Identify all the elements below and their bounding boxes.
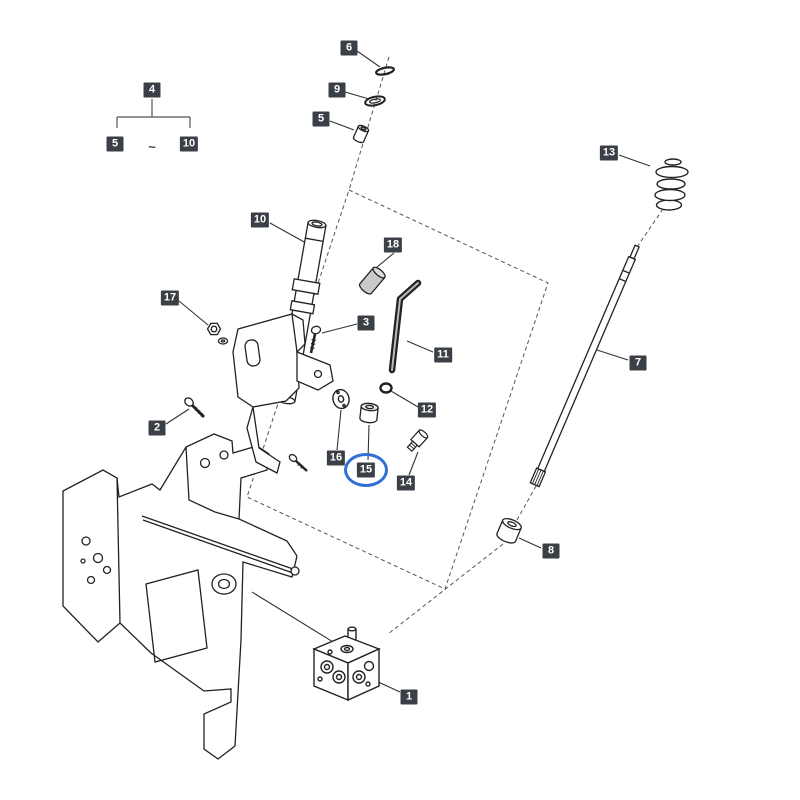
part-label-9[interactable]: 9 (328, 82, 346, 98)
part-label-14[interactable]: 14 (396, 475, 416, 491)
lever-11-part (388, 279, 422, 374)
part-label-5[interactable]: 5 (106, 136, 124, 152)
oring-6-part (375, 66, 395, 76)
part-label-17[interactable]: 17 (160, 290, 180, 306)
part-label-5[interactable]: 5 (312, 111, 330, 127)
part-label-7[interactable]: 7 (629, 355, 647, 371)
part-label-6[interactable]: 6 (340, 40, 358, 56)
part-label-2[interactable]: 2 (148, 420, 166, 436)
leader-lines (165, 50, 651, 693)
part-label-10[interactable]: 10 (179, 136, 199, 152)
bolt-lower-part (288, 453, 308, 472)
part-label-13[interactable]: 13 (599, 145, 619, 161)
valve-block-1-part (312, 626, 381, 702)
part-label-10[interactable]: 10 (250, 212, 270, 228)
part-label-16[interactable]: 16 (326, 450, 346, 466)
knob-15-part (359, 402, 379, 424)
shaft-7-part (529, 244, 640, 488)
bolt-3-part (309, 325, 322, 354)
boot-13-part (654, 158, 689, 211)
part-label-4[interactable]: 4 (143, 82, 161, 98)
washer-16-part (332, 388, 350, 410)
part-label-1[interactable]: 1 (400, 689, 418, 705)
nut-17-part (206, 322, 229, 345)
bushing-8-part (496, 517, 522, 544)
bushing-5-part (352, 124, 370, 144)
bolt-2-part (184, 397, 205, 418)
fitting-14-part (406, 429, 429, 453)
part-label-12[interactable]: 12 (417, 402, 437, 418)
oring-9-part (364, 95, 386, 107)
part-label-18[interactable]: 18 (383, 237, 403, 253)
frame-part (62, 433, 339, 760)
part-label-3[interactable]: 3 (357, 315, 375, 331)
part-label-8[interactable]: 8 (542, 543, 560, 559)
part-label-15[interactable]: 15 (356, 462, 376, 478)
range-tilde: ~ (148, 139, 156, 155)
group-bracket-4 (116, 99, 191, 128)
column-10-part (232, 219, 334, 474)
ring-12-part (379, 382, 393, 394)
grip-18-part (358, 266, 386, 295)
part-label-11[interactable]: 11 (434, 347, 452, 363)
